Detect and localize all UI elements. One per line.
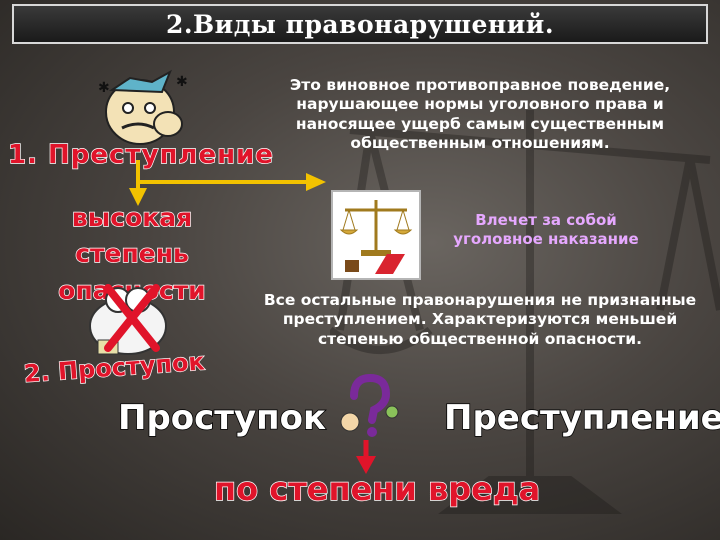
angry-face-icon: ✱ ✱ <box>98 69 188 145</box>
comparison-left: Проступок <box>117 397 327 439</box>
svg-text:✱: ✱ <box>98 80 110 96</box>
question-mark-icon <box>340 373 399 437</box>
comparison-criterion: по степени вреда <box>213 469 541 508</box>
misdemeanor-definition: Все остальные правонарушения не признанн… <box>263 291 697 348</box>
svg-text:✱: ✱ <box>176 74 188 90</box>
crime-definition: Это виновное противоправное поведение, н… <box>289 76 671 153</box>
crime-consequence: Влечет за собой уголовное наказание <box>453 211 639 248</box>
scales-of-justice-icon <box>331 190 421 280</box>
misdemeanor-heading: 2. Проступок <box>22 347 206 389</box>
title-bar: 2.Виды правонарушений. <box>12 4 708 44</box>
comparison-right: Преступление <box>443 397 720 439</box>
crossed-out-person-icon <box>89 284 167 355</box>
page-title: 2.Виды правонарушений. <box>165 9 555 39</box>
arrow-to-definition <box>138 173 326 191</box>
crime-heading: 1. Преступление <box>7 139 274 170</box>
